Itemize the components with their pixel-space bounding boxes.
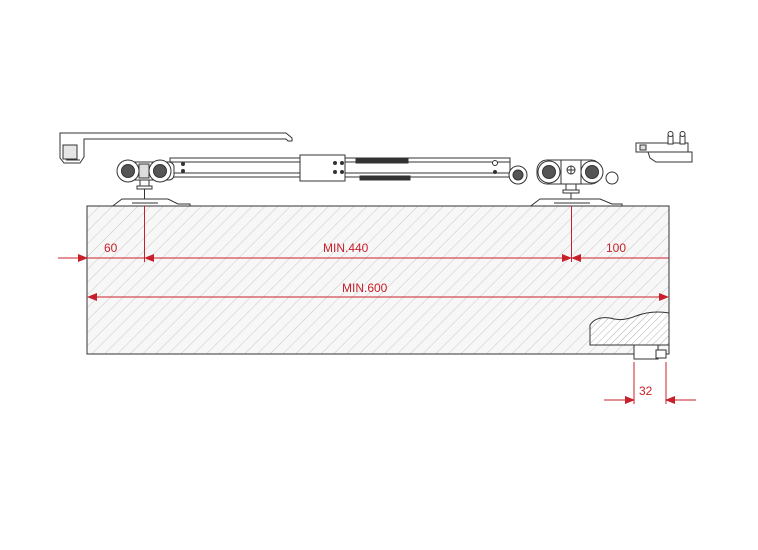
dimension-min-width: MIN.600 bbox=[342, 281, 388, 295]
damper-end-wheel bbox=[508, 165, 528, 185]
door-panel bbox=[86, 205, 670, 355]
dimension-min-spacing: MIN.440 bbox=[323, 241, 369, 255]
damper-rail bbox=[169, 154, 511, 182]
dimension-left-offset: 60 bbox=[104, 241, 118, 255]
glass-profile-detail bbox=[589, 311, 670, 360]
dimension-right-offset: 100 bbox=[606, 241, 626, 255]
mounting-bracket-right bbox=[635, 131, 693, 163]
trolley-right bbox=[526, 159, 623, 209]
dimension-lines bbox=[58, 206, 696, 404]
mounting-bracket-left bbox=[59, 132, 293, 164]
dimension-glass-offset: 32 bbox=[639, 384, 653, 398]
